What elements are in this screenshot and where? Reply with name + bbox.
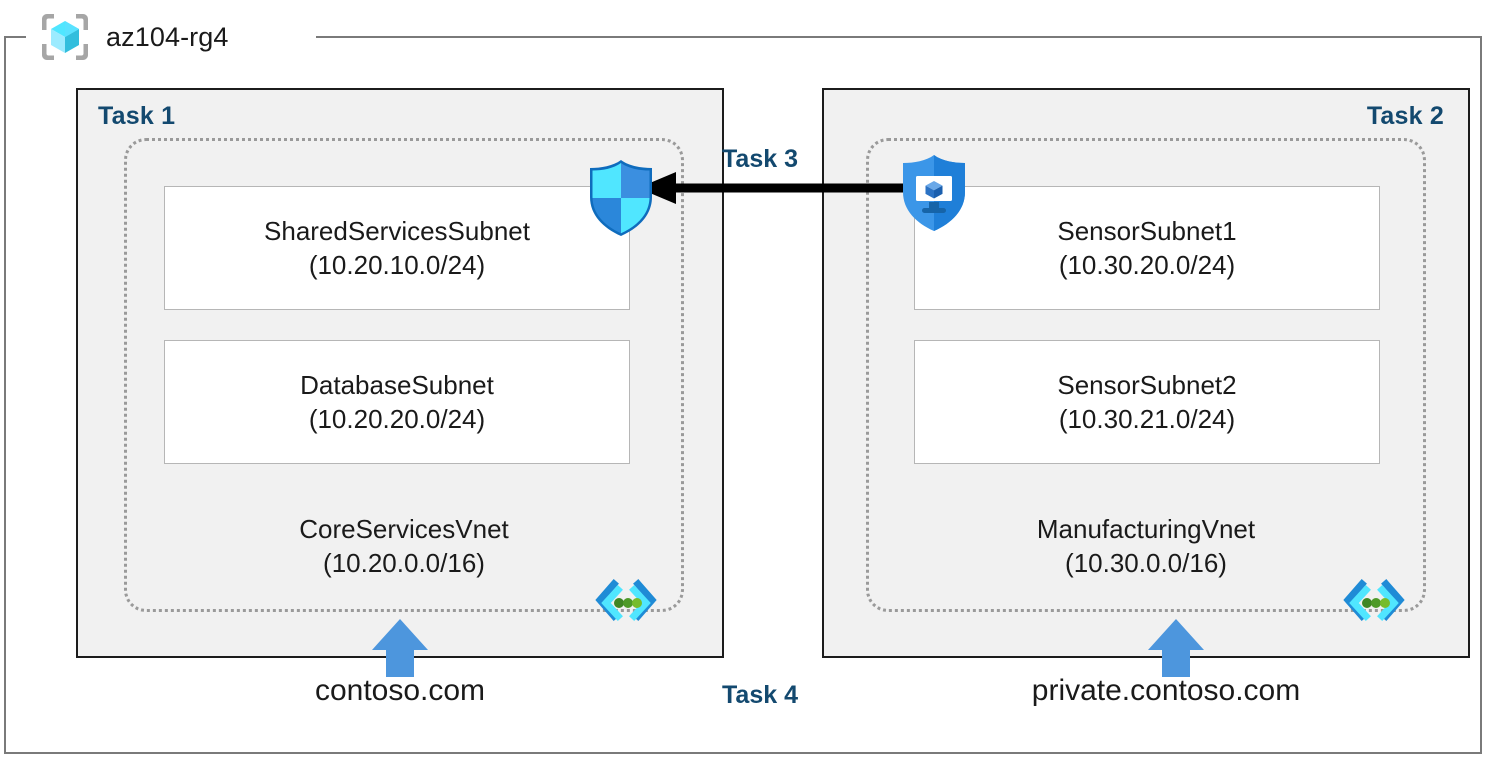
virtual-network-icon [592, 578, 660, 628]
subnet-sensor2: SensorSubnet2 (10.30.21.0/24) [914, 340, 1380, 464]
resource-group-name: az104-rg4 [106, 21, 229, 52]
resource-group-header: az104-rg4 [38, 8, 228, 66]
virtual-network-icon [1340, 578, 1408, 628]
subnet-cidr: (10.30.21.0/24) [1058, 404, 1236, 434]
up-arrow-icon [1146, 617, 1206, 679]
vnet-coreservices-box [124, 138, 684, 612]
up-arrow-icon [370, 617, 430, 679]
subnet-name: SensorSubnet2 [1057, 369, 1237, 400]
subnet-sharedservices: SharedServicesSubnet (10.20.10.0/24) [164, 186, 630, 310]
vnet-cidr: (10.30.0.0/16) [1065, 548, 1227, 579]
left-arrow-icon [636, 170, 914, 206]
task-3-label: Task 3 [722, 145, 798, 173]
vnet-coreservices-caption: CoreServicesVnet (10.20.0.0/16) [124, 512, 684, 581]
vnet-cidr: (10.20.0.0/16) [323, 548, 485, 579]
task-1-label: Task 1 [98, 102, 176, 130]
subnet-cidr: (10.20.20.0/24) [308, 404, 486, 434]
subnet-database: DatabaseSubnet (10.20.20.0/24) [164, 340, 630, 464]
subnet-name: SensorSubnet1 [1057, 215, 1237, 246]
resource-group-icon [38, 10, 92, 64]
subnet-name: SharedServicesSubnet [264, 215, 530, 246]
resource-group-frame-gap [26, 28, 316, 46]
vnet-name: ManufacturingVnet [1036, 514, 1256, 544]
subnet-name: DatabaseSubnet [300, 369, 494, 400]
subnet-sensor1: SensorSubnet1 (10.30.20.0/24) [914, 186, 1380, 310]
task-2-label: Task 2 [1366, 102, 1444, 130]
dns-zone-contoso-label: contoso.com [314, 674, 486, 707]
subnet-cidr: (10.30.20.0/24) [1058, 250, 1236, 280]
resource-group-frame [4, 36, 1482, 754]
network-security-group-shield-icon [583, 157, 659, 239]
subnet-cidr: (10.20.10.0/24) [308, 250, 486, 280]
application-security-group-shield-icon [896, 152, 972, 234]
task-4-label: Task 4 [722, 681, 798, 709]
vnet-name: CoreServicesVnet [299, 514, 509, 544]
vnet-manufacturing-box [866, 138, 1426, 612]
vnet-manufacturing-caption: ManufacturingVnet (10.30.0.0/16) [866, 512, 1426, 581]
dns-zone-private-contoso-label: private.contoso.com [1031, 674, 1301, 707]
